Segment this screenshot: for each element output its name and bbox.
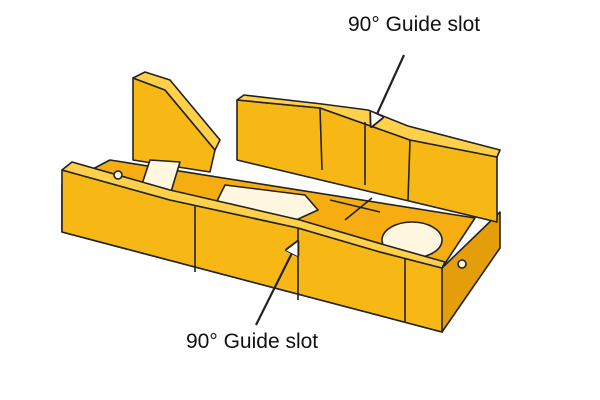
guide-slot-label-bottom: 90° Guide slot <box>186 330 319 353</box>
guide-slot-label-top: 90° Guide slot <box>348 13 481 36</box>
arrow-bottom <box>255 243 297 326</box>
back-wall-divider-1 <box>319 107 323 171</box>
back-wall-divider-3 <box>407 139 411 201</box>
left-angled-wall-top <box>132 71 221 151</box>
mitre-box-body <box>61 71 501 333</box>
screw-hole-left <box>113 170 123 180</box>
screw-hole-right <box>457 259 467 269</box>
center-cross-slot <box>329 197 381 221</box>
front-wall-top <box>61 161 446 269</box>
arrow-top <box>372 54 406 125</box>
